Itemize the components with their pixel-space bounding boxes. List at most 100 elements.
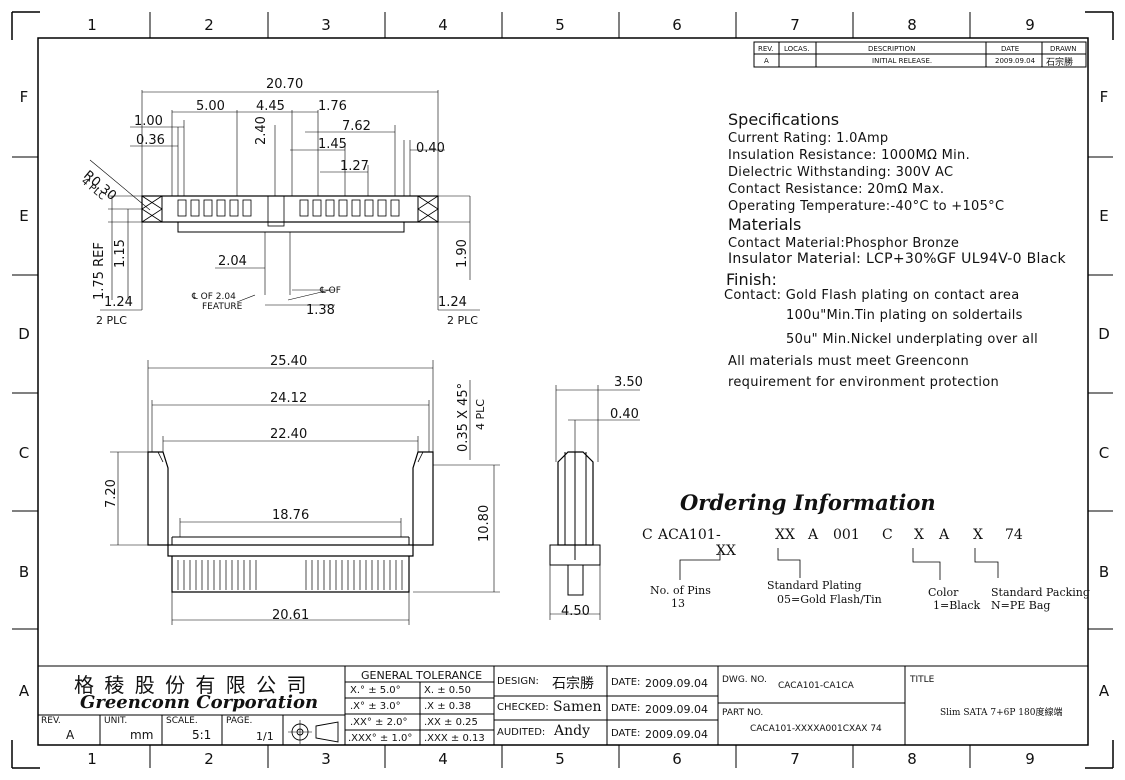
code-plating: XX [775,527,795,543]
callout-plating-label: Standard Plating [767,579,862,592]
dim-7-62: 7.62 [342,119,371,134]
grid-row-e-right: E [1099,207,1109,225]
material-contact: Contact Material:Phosphor Bronze [728,236,960,251]
checked-label: CHECKED: [497,702,549,713]
dim-2-04: 2.04 [218,254,247,269]
callout-color-label: Color [928,586,959,599]
finish-title: Finish: [726,270,777,289]
grid-col-8: 8 [907,16,917,34]
dim-1-24-left: 1.24 [104,295,133,310]
tol-linear-1: .X ± 0.38 [424,701,472,712]
material-insulator: Insulator Material: LCP+30%GF UL94V-0 Bl… [728,251,1066,267]
grid-row-b-right: B [1098,563,1110,581]
dim-4-50: 4.50 [561,604,590,619]
spec-line-current: Current Rating: 1.0Amp [728,131,889,146]
grid-col-2: 2 [204,16,214,34]
grid-col-5-bottom: 5 [555,750,565,768]
code-pins: -XX [716,527,736,559]
tolerance-title: GENERAL TOLERANCE [361,669,483,682]
scale-value: 5:1 [192,728,212,742]
code-a2: A [939,527,950,543]
code-001: 001 [833,527,860,543]
grid-row-f: F [19,88,29,106]
projection-symbol-icon [286,720,342,744]
rev-row-drawn: 石宗勝 [1046,58,1074,68]
unit-value: mm [130,728,154,742]
spec-line-contact-resistance: Contact Resistance: 20mΩ Max. [728,182,945,197]
tol-angle-0: X.° ± 5.0° [350,685,401,696]
dim-1-27: 1.27 [340,159,369,174]
grid-row-c: C [18,444,30,462]
audited-value: Andy [554,723,590,739]
dim-24-12: 24.12 [270,391,308,406]
code-a1: A [808,527,819,543]
grid-col-2-bottom: 2 [204,750,214,768]
callout-plating-value: 05=Gold Flash/Tin [777,593,882,606]
rev-row-date: 2009.09.04 [995,57,1036,65]
page-value: 1/1 [256,730,274,743]
grid-row-d-right: D [1098,325,1110,343]
dim-1-15: 1.15 [113,239,128,268]
rev-header-date: DATE [1001,45,1020,53]
dim-4-45: 4.45 [256,99,285,114]
rev-header-locas: LOCAS. [784,45,810,53]
grid-row-a: A [18,682,30,700]
company-name-en: Greenconn Corporation [80,692,319,713]
dim-1-45: 1.45 [318,137,347,152]
rev-row-rev: A [764,57,769,65]
date-value-3: 2009.09.04 [645,728,708,741]
date-value-2: 2009.09.04 [645,703,708,716]
date-value-1: 2009.09.04 [645,677,708,690]
grid-row-a-right: A [1098,682,1110,700]
date-label-3: DATE: [611,728,641,739]
grid-row-b: B [18,563,30,581]
tol-angle-2: .XX° ± 2.0° [350,717,408,728]
tol-linear-3: .XXX ± 0.13 [424,733,485,744]
dim-5-00: 5.00 [196,99,225,114]
materials-title: Materials [728,215,802,234]
plc-right: 2 PLC [447,314,478,327]
dwg-no-label: DWG. NO. [722,675,767,685]
unit-label: UNIT. [104,716,128,726]
grid-col-3: 3 [321,16,331,34]
grid-row-d: D [18,325,30,343]
code-c2: C [882,527,893,543]
tol-angle-3: .XXX° ± 1.0° [348,733,413,744]
grid-row-f-right: F [1099,88,1109,106]
callout-pins-label: No. of Pins [650,584,711,597]
dim-1-38: 1.38 [306,303,335,318]
grid-col-7-bottom: 7 [790,750,800,768]
code-c1: C [642,527,653,543]
page-label: PAGE. [226,716,253,726]
spec-line-temperature: Operating Temperature:-40°C to +105°C [728,199,1005,214]
scale-label: SCALE. [166,716,198,726]
rev-header-drawn: DRAWN [1050,45,1077,53]
grid-col-7: 7 [790,16,800,34]
design-value: 石宗勝 [552,676,594,692]
code-color: X [914,527,924,543]
part-no-label: PART NO. [722,708,764,718]
tol-linear-2: .XX ± 0.25 [424,717,478,728]
checked-value: Samen [553,699,602,715]
dim-0-40-side: 0.40 [610,407,639,422]
grid-col-1: 1 [87,16,97,34]
finish-nickel: 50u" Min.Nickel underplating over all [786,332,1039,347]
dim-10-80: 10.80 [477,504,492,542]
dim-25-40: 25.40 [270,354,308,369]
centerline-of-label: ℄ OF [320,286,341,296]
dwg-no-value: CACA101-CA1CA [778,681,854,691]
dim-chamfer-note: 4 PLC [474,399,487,430]
dim-0-40-top: 0.40 [416,141,445,156]
centerline-feature-label: ℄ OF 2.04 [192,292,236,302]
finish-contact: Contact: Gold Flash plating on contact a… [724,288,1020,303]
code-series: ACA101 [658,527,716,543]
grid-col-4-bottom: 4 [438,750,448,768]
audited-label: AUDITED: [497,727,546,738]
grid-col-1-bottom: 1 [87,750,97,768]
title-label: TITLE [910,675,935,685]
rev-header-description: DESCRIPTION [868,45,916,53]
tol-angle-1: .X° ± 3.0° [350,701,401,712]
title-value: Slim SATA 7+6P 180度線端 [940,708,1063,718]
rev-row-description: INITIAL RELEASE. [872,57,933,65]
dim-22-40: 22.40 [270,427,308,442]
